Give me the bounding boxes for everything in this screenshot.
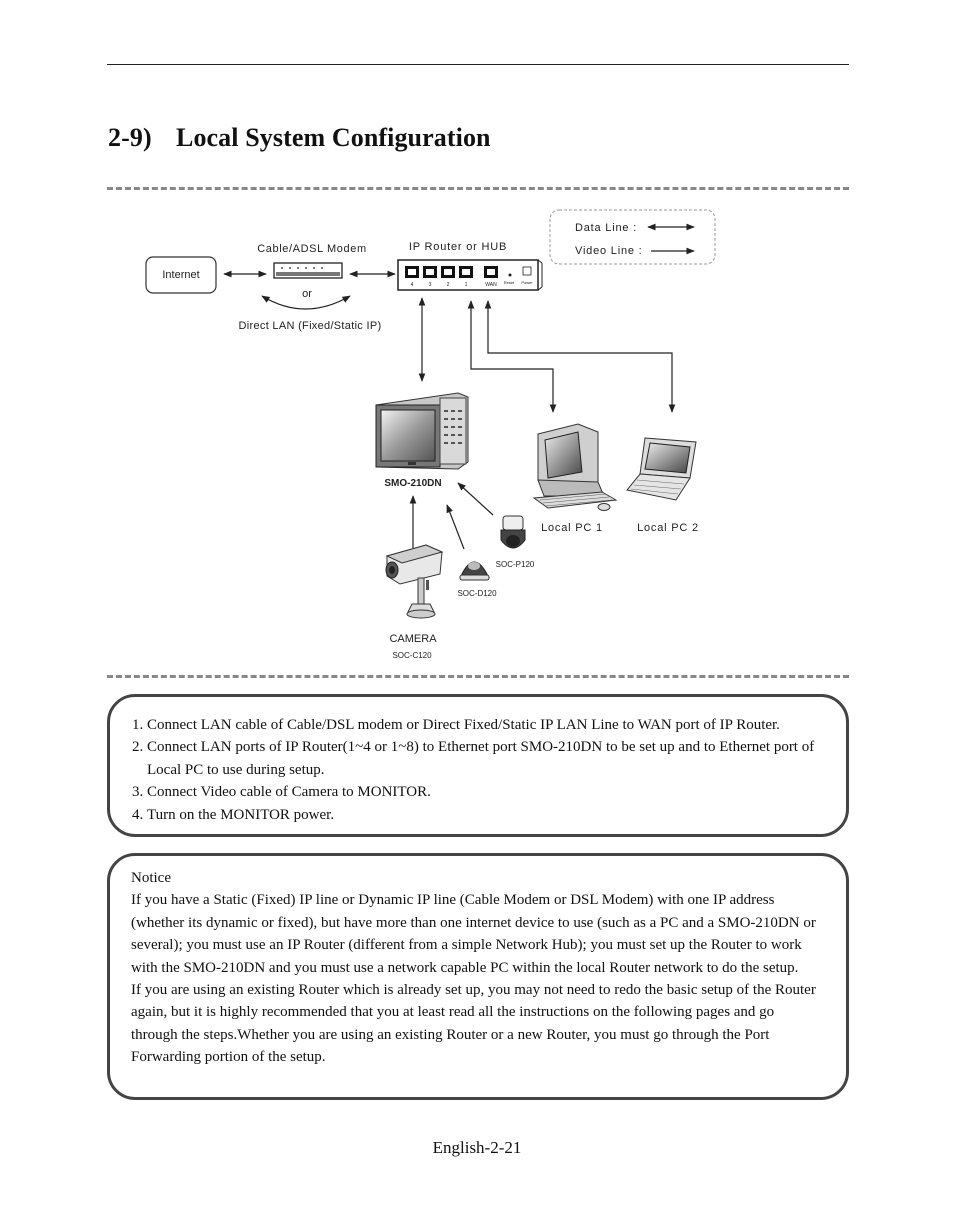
router-port-label: 3 <box>429 282 432 288</box>
section-title: Local System Configuration <box>176 123 491 152</box>
list-item: Turn on the MONITOR power. <box>147 804 832 826</box>
pc1-device <box>532 423 618 511</box>
dashed-divider-top <box>107 187 849 190</box>
pc1-label: Local PC 1 <box>541 522 603 534</box>
notice-paragraph: If you have a Static (Fixed) IP line or … <box>131 892 816 976</box>
list-item: Connect LAN cable of Cable/DSL modem or … <box>147 714 832 736</box>
camera-label: CAMERA <box>389 633 437 645</box>
pc2-label: Local PC 2 <box>637 522 699 534</box>
setup-steps-box: Connect LAN cable of Cable/DSL modem or … <box>107 694 849 837</box>
legend-box: Data Line : Video Line : <box>549 209 716 265</box>
monitor-label: SMO-210DN <box>384 478 441 489</box>
internet-node: Internet <box>145 256 217 294</box>
router-port-label: 2 <box>447 282 450 288</box>
modem-label: Cable/ADSL Modem <box>257 243 366 255</box>
section-heading: 2-9) Local System Configuration <box>108 123 491 153</box>
ptz-camera-device <box>500 515 526 549</box>
arrow-ptz-monitor <box>457 482 494 516</box>
router-reset-label: Reset <box>504 280 515 285</box>
arrow-router-pc1 <box>467 300 557 413</box>
ptz-model-label: SOC-P120 <box>496 560 535 569</box>
list-item: Connect Video cable of Camera to MONITOR… <box>147 781 832 803</box>
legend-data-label: Data Line : <box>575 222 637 234</box>
legend-video-label: Video Line : <box>575 245 643 257</box>
dome-camera-device <box>459 561 490 581</box>
box-camera-device <box>385 544 444 619</box>
page-footer: English-2-21 <box>432 1138 522 1157</box>
notice-title: Notice <box>131 870 171 886</box>
direct-lan-label: Direct LAN (Fixed/Static IP) <box>239 320 382 332</box>
section-number: 2-9) <box>108 123 152 152</box>
list-item: Connect LAN ports of IP Router(1~4 or 1~… <box>147 736 832 781</box>
dome-model-label: SOC-D120 <box>457 589 497 598</box>
router-port-label: WAN <box>485 282 497 288</box>
arrow-router-pc2 <box>484 300 676 413</box>
router-port-label: 1 <box>465 282 468 288</box>
router-port-label: 4 <box>411 282 414 288</box>
internet-label: Internet <box>162 269 199 281</box>
dashed-divider-bottom <box>107 675 849 678</box>
setup-steps-list: Connect LAN cable of Cable/DSL modem or … <box>129 714 832 826</box>
router-power-label: Power <box>521 280 533 285</box>
arrow-dome-monitor <box>446 504 465 550</box>
camera-model-label: SOC-C120 <box>392 651 432 660</box>
notice-paragraph: If you are using an existing Router whic… <box>131 982 816 1066</box>
pc2-device <box>626 437 697 501</box>
notice-box: Notice If you have a Static (Fixed) IP l… <box>107 853 849 1100</box>
router-device: 4 3 2 1 WAN Reset Power <box>397 259 543 291</box>
modem-device <box>273 262 343 279</box>
or-label: or <box>302 288 312 300</box>
router-label: IP Router or HUB <box>409 241 507 253</box>
arrow-direct-lan <box>261 295 351 310</box>
top-rule <box>107 64 849 65</box>
monitor-device <box>375 392 469 470</box>
